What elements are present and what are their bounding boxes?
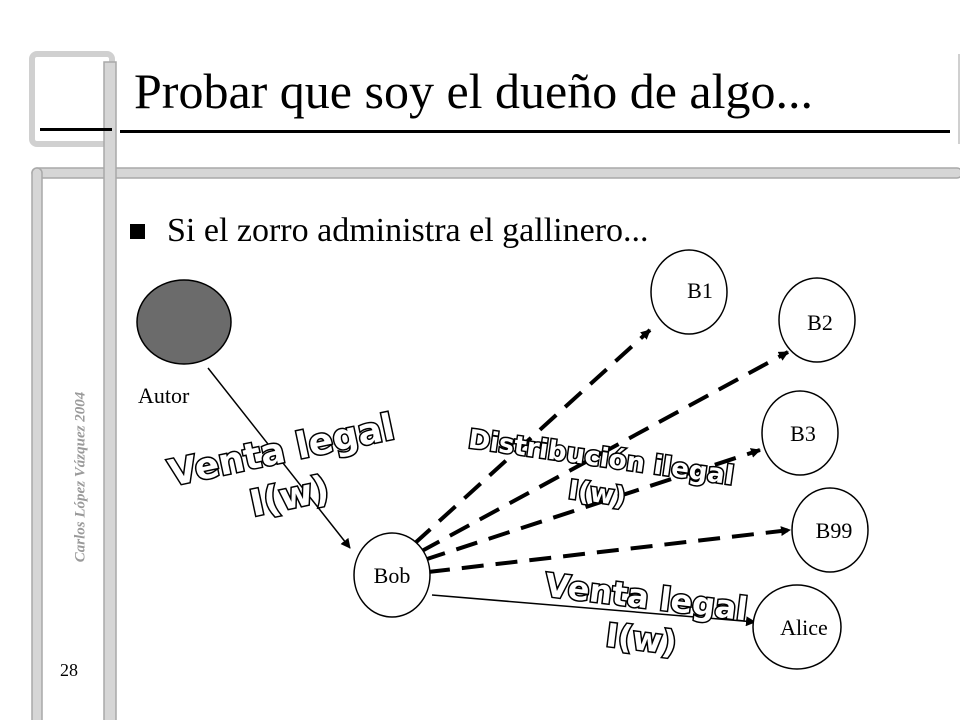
b99-node [791, 487, 869, 573]
b1-label: B1 [687, 278, 713, 303]
venta-legal-label-bottom: Venta legal [543, 566, 750, 629]
edge-bob-b2 [419, 350, 789, 554]
bullet-marker [130, 223, 145, 239]
slide-number: 28 [60, 660, 78, 680]
autor-node [136, 279, 232, 365]
frame-top-right [958, 54, 960, 144]
iw-label-bottom: I(w) [604, 616, 679, 662]
b3-label: B3 [790, 421, 816, 446]
bob-node [353, 532, 431, 618]
b2-node [778, 277, 856, 363]
edge-bob-b99 [427, 526, 791, 574]
edge-autor-bob [207, 367, 351, 549]
bullet-text: Si el zorro administra el gallinero... [167, 212, 649, 249]
alice-node [752, 584, 842, 670]
edge-bob-b1 [412, 328, 652, 546]
bullet-item: Si el zorro administra el gallinero... [130, 212, 649, 250]
iw-label-top: I(w) [246, 468, 332, 525]
slide-title: Probar que soy el dueño de algo... [134, 63, 814, 119]
autor-label: Autor [138, 383, 190, 408]
bob-label: Bob [374, 563, 411, 588]
b3-node [761, 390, 839, 476]
edge-bob-b3 [423, 448, 761, 562]
b1-node [650, 249, 728, 335]
b99-label: B99 [816, 518, 853, 543]
title-underline-left [40, 128, 112, 131]
alice-label: Alice [780, 615, 828, 640]
title-underline [120, 130, 950, 133]
edge-bob-alice [431, 594, 756, 627]
frame-vertical-bar [103, 61, 117, 720]
frame-left-bar [31, 167, 43, 720]
b2-label: B2 [807, 310, 833, 335]
iw-label-middle: I(w) [567, 475, 628, 513]
